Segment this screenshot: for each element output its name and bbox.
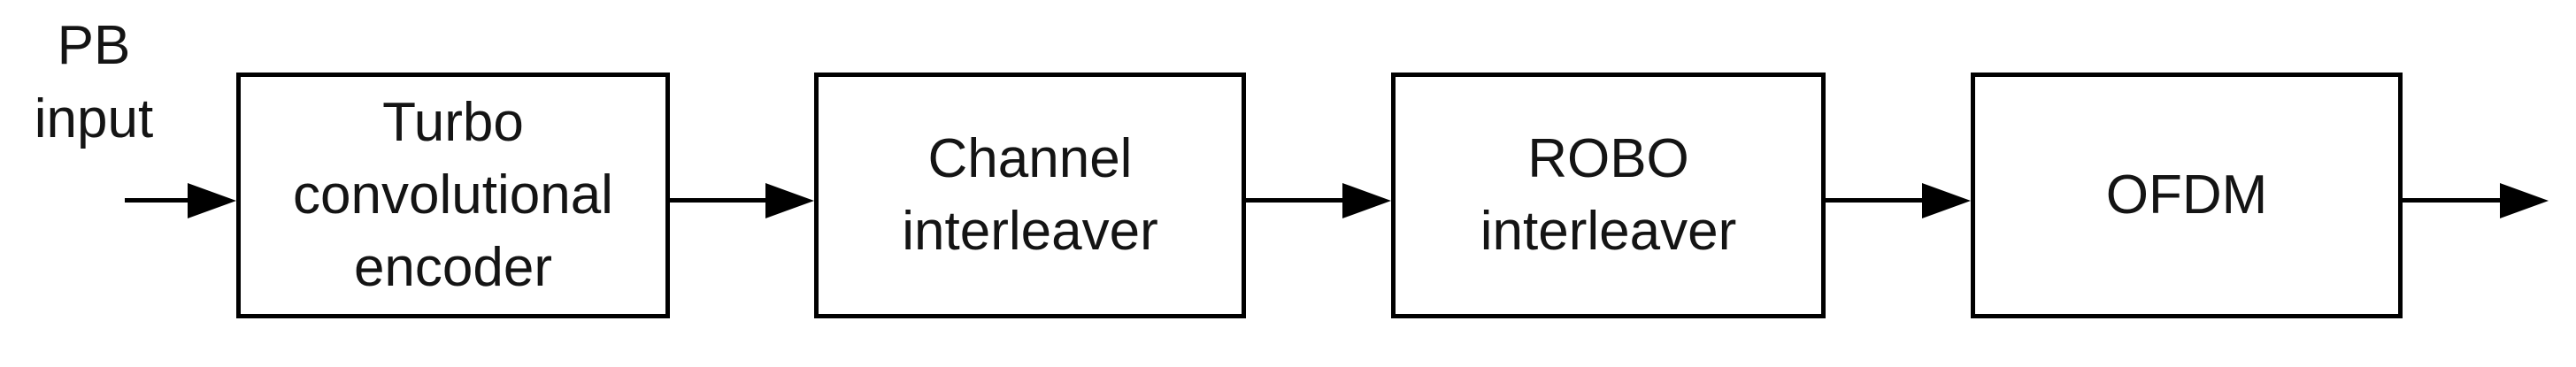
arrow-line bbox=[2401, 198, 2500, 203]
arrowhead-icon bbox=[1342, 183, 1391, 218]
block-label-line: Turbo bbox=[382, 92, 524, 153]
block-label: Channel interleaver bbox=[902, 123, 1157, 268]
block-label-line: OFDM bbox=[2105, 164, 2268, 226]
input-label: PB input bbox=[0, 9, 188, 156]
block-label-line: interleaver bbox=[1480, 201, 1737, 262]
block-label: OFDM bbox=[2106, 159, 2268, 232]
block-label-line: convolutional bbox=[293, 164, 613, 226]
block-label-line: ROBO bbox=[1527, 128, 1689, 189]
arrow-line bbox=[125, 198, 188, 203]
input-label-line-1: PB bbox=[57, 15, 131, 76]
arrowhead-icon bbox=[1922, 183, 1971, 218]
block-label-line: encoder bbox=[353, 237, 553, 298]
block-label-line: Channel bbox=[927, 128, 1133, 189]
block-channel-interleaver: Channel interleaver bbox=[814, 73, 1246, 318]
arrow-line bbox=[668, 198, 765, 203]
arrowhead-icon bbox=[2500, 183, 2549, 218]
arrowhead-icon bbox=[188, 183, 236, 218]
block-robo-interleaver: ROBO interleaver bbox=[1391, 73, 1826, 318]
input-label-line-2: input bbox=[34, 88, 154, 149]
block-label: ROBO interleaver bbox=[1480, 123, 1736, 268]
block-label-line: interleaver bbox=[902, 201, 1158, 262]
block-ofdm: OFDM bbox=[1971, 73, 2403, 318]
block-label: Turbo convolutional encoder bbox=[293, 87, 613, 304]
arrow-line bbox=[1824, 198, 1922, 203]
block-turbo-convolutional-encoder: Turbo convolutional encoder bbox=[236, 73, 670, 318]
arrowhead-icon bbox=[765, 183, 814, 218]
arrow-line bbox=[1244, 198, 1342, 203]
